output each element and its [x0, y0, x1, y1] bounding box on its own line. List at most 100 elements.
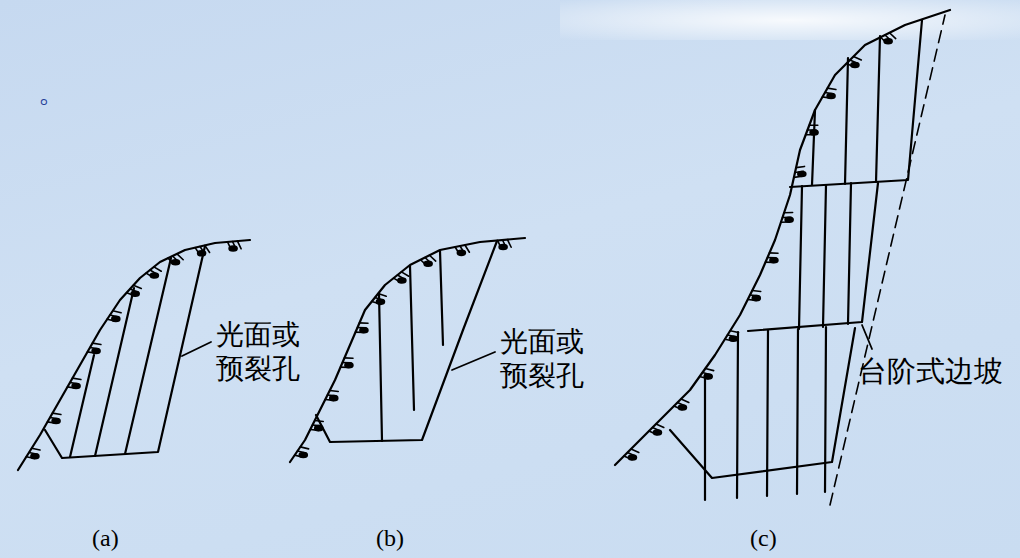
- excavation-outline: [316, 241, 497, 442]
- rock-blob: [770, 258, 778, 263]
- hatch-tick: [769, 252, 778, 254]
- figure-number: (c): [750, 524, 777, 553]
- hatch-tick: [752, 290, 760, 292]
- callout-label: 光面或 预裂孔: [500, 325, 592, 392]
- hatch-tick: [507, 240, 511, 248]
- bench-outline: [790, 20, 922, 187]
- rock-blob: [376, 299, 384, 304]
- rock-blob: [704, 374, 712, 379]
- rock-blob: [92, 348, 100, 353]
- rock-blob: [52, 418, 60, 423]
- rock-blob: [31, 454, 39, 459]
- rock-blob: [851, 62, 859, 67]
- ground-surface: [18, 240, 250, 470]
- rock-blob: [299, 452, 307, 457]
- rock-blob: [628, 455, 636, 460]
- figure-number: (a): [92, 524, 119, 553]
- blast-hole: [876, 36, 880, 182]
- rock-blob: [798, 172, 806, 177]
- rock-blob: [131, 291, 139, 296]
- blast-hole: [848, 183, 851, 324]
- rock-blob: [499, 244, 507, 249]
- rock-blob: [360, 328, 368, 333]
- excavation-outline: [45, 246, 205, 458]
- stray-mark: 。: [38, 76, 66, 110]
- hatch-tick: [177, 254, 183, 260]
- leader-line: [452, 352, 495, 370]
- rock-blob: [72, 383, 80, 388]
- hatch-tick: [705, 368, 713, 370]
- hatch-tick: [730, 331, 738, 333]
- callout-label: 台阶式边坡: [858, 354, 1003, 389]
- ground-surface: [290, 238, 525, 462]
- hatch-tick: [344, 357, 353, 359]
- hatch-tick: [854, 56, 862, 60]
- hatch-tick: [237, 241, 241, 249]
- hatch-tick: [330, 390, 338, 392]
- rock-blob: [884, 39, 892, 44]
- rock-blob: [827, 93, 835, 98]
- blast-hole: [125, 258, 171, 454]
- rock-blob: [752, 296, 760, 301]
- blast-hole: [379, 293, 382, 441]
- blast-hole: [704, 375, 706, 500]
- bench-outline: [670, 328, 855, 478]
- blast-hole: [737, 332, 738, 498]
- leader-line: [862, 325, 872, 349]
- rock-blob: [198, 251, 206, 256]
- callout-label: 光面或 预裂孔: [216, 318, 308, 385]
- figure-number: (b): [376, 524, 404, 553]
- background-glow: [560, 0, 1020, 40]
- rock-hatching: [26, 33, 895, 460]
- ground-surface: [615, 10, 950, 465]
- hatch-tick: [809, 125, 818, 127]
- blast-hole: [825, 327, 826, 492]
- hatch-tick: [401, 272, 408, 276]
- hatch-tick: [429, 255, 435, 261]
- hatch-tick: [113, 311, 121, 313]
- rock-blob: [398, 278, 406, 283]
- blast-hole: [70, 355, 94, 457]
- hatch-tick: [681, 399, 689, 403]
- rock-blob: [785, 217, 793, 222]
- hatch-tick: [827, 88, 835, 89]
- leader-line: [182, 342, 211, 356]
- blast-hole: [767, 330, 768, 496]
- rock-blob: [345, 363, 353, 368]
- hatch-tick: [796, 166, 804, 167]
- rock-blob: [112, 316, 120, 321]
- hatch-tick: [300, 447, 308, 449]
- rock-blob: [172, 260, 180, 265]
- blast-hole: [440, 251, 443, 345]
- hatch-tick: [656, 424, 664, 428]
- blast-hole: [410, 266, 414, 410]
- rock-blob: [653, 430, 661, 435]
- hatch-tick: [72, 378, 80, 379]
- blast-hole: [812, 110, 815, 185]
- rock-blob: [315, 426, 323, 431]
- rock-blob: [424, 261, 432, 266]
- blast-hole: [845, 58, 848, 184]
- hatch-tick: [32, 448, 40, 450]
- hatch-tick: [154, 267, 161, 271]
- hatch-tick: [359, 322, 368, 324]
- hatch-tick: [631, 449, 639, 453]
- rock-blob: [150, 273, 158, 278]
- rock-blob: [678, 405, 686, 410]
- hatch-tick: [889, 33, 895, 39]
- blast-hole: [799, 186, 802, 329]
- rock-blob: [330, 396, 338, 401]
- hatch-tick: [92, 343, 100, 344]
- hatch-tick: [315, 420, 323, 422]
- rock-blob: [457, 250, 465, 255]
- rock-blob: [810, 130, 818, 135]
- hatch-tick: [52, 413, 60, 414]
- hatch-tick: [133, 285, 141, 288]
- rock-blob: [729, 336, 737, 341]
- rock-blob: [229, 246, 237, 251]
- blast-hole: [823, 185, 826, 327]
- blast-hole: [797, 329, 798, 494]
- design-slope-line: [830, 15, 945, 505]
- blast-hole: [95, 288, 134, 456]
